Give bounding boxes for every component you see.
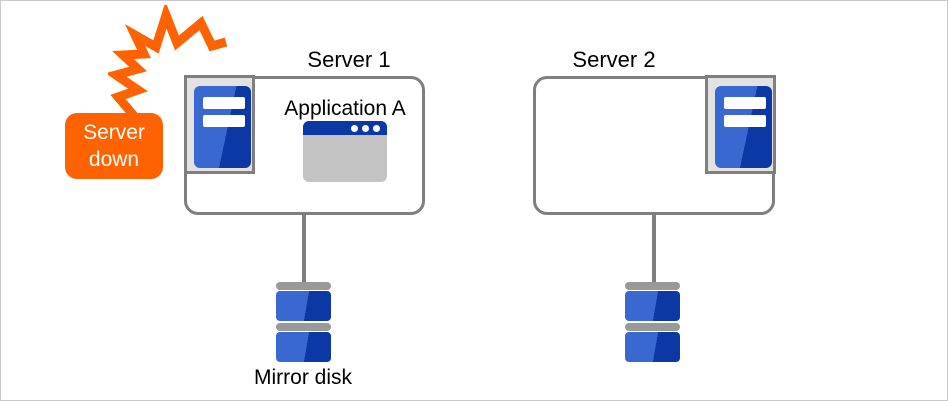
disk-cap [276,282,331,290]
server-down-badge: Server down [65,113,163,179]
server1-icon-panel [184,75,255,174]
disk-cap [276,323,331,331]
window-dot-icon [373,124,380,132]
tower-slot-bar [724,97,766,109]
disk-cap [625,282,680,290]
server-down-badge-line2: down [88,148,140,171]
mirror-disk-label: Mirror disk [254,366,352,389]
server-tower-icon [194,86,251,168]
application-label: Application A [284,97,406,120]
disk-platter [276,291,331,321]
server2-title: Server 2 [572,47,656,72]
server2-disk-connector [652,213,656,283]
disk-platter [625,332,680,362]
disk-platter [276,332,331,362]
server1-title: Server 1 [307,47,391,72]
server2-icon-panel [705,75,776,174]
server1-disk-connector [302,213,306,283]
window-dot-icon [351,124,358,132]
tower-slot-bar [724,115,766,127]
window-dot-icon [362,124,369,132]
server-tower-icon [715,86,772,168]
app-window-titlebar [303,121,387,135]
disk-cap [625,323,680,331]
mirror-disk-icon [625,282,680,362]
app-window-icon [303,121,387,182]
tower-slot-bar [203,115,245,127]
tower-slot-bar [203,97,245,109]
mirror-disk-icon [276,282,331,362]
disk-platter [625,291,680,321]
crash-lightning-icon [108,5,228,120]
server-down-badge-line1: Server [83,121,145,144]
